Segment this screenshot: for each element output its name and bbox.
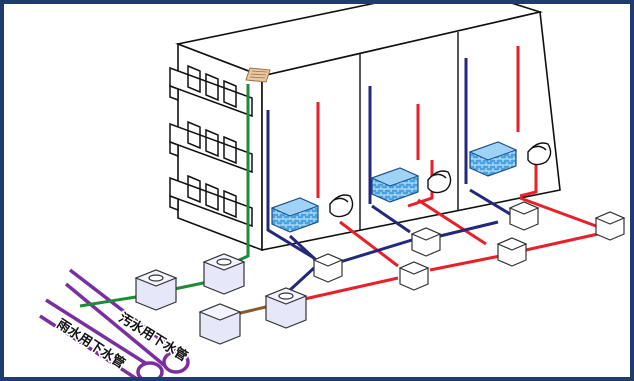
manhole-box-icon [134,201,626,345]
blue-pipes [266,58,511,292]
manhole-box-icon [508,201,540,231]
main-pipes [39,268,190,381]
manhole-box-icon [594,211,626,241]
balconies [169,66,253,228]
manhole-box-icon [134,269,178,311]
toilet-icon [329,194,354,218]
manhole-box-icon [264,287,308,329]
manhole-box-icon [496,237,528,267]
manhole-box-icon [312,253,344,283]
bathtub-icon [270,197,320,233]
manhole-box-icon [198,303,242,345]
bathtub-icon [370,167,420,203]
windows [187,64,237,219]
toilet-icon [427,170,452,194]
red-pipes [299,46,599,302]
manhole-box-icon [398,261,430,291]
manhole-box-icon [410,227,442,257]
building [169,0,561,252]
manhole-box-icon [202,253,246,295]
balcony-grate-icon [245,67,271,83]
toilet-icon [527,142,552,166]
bathtub-icon [468,141,518,177]
